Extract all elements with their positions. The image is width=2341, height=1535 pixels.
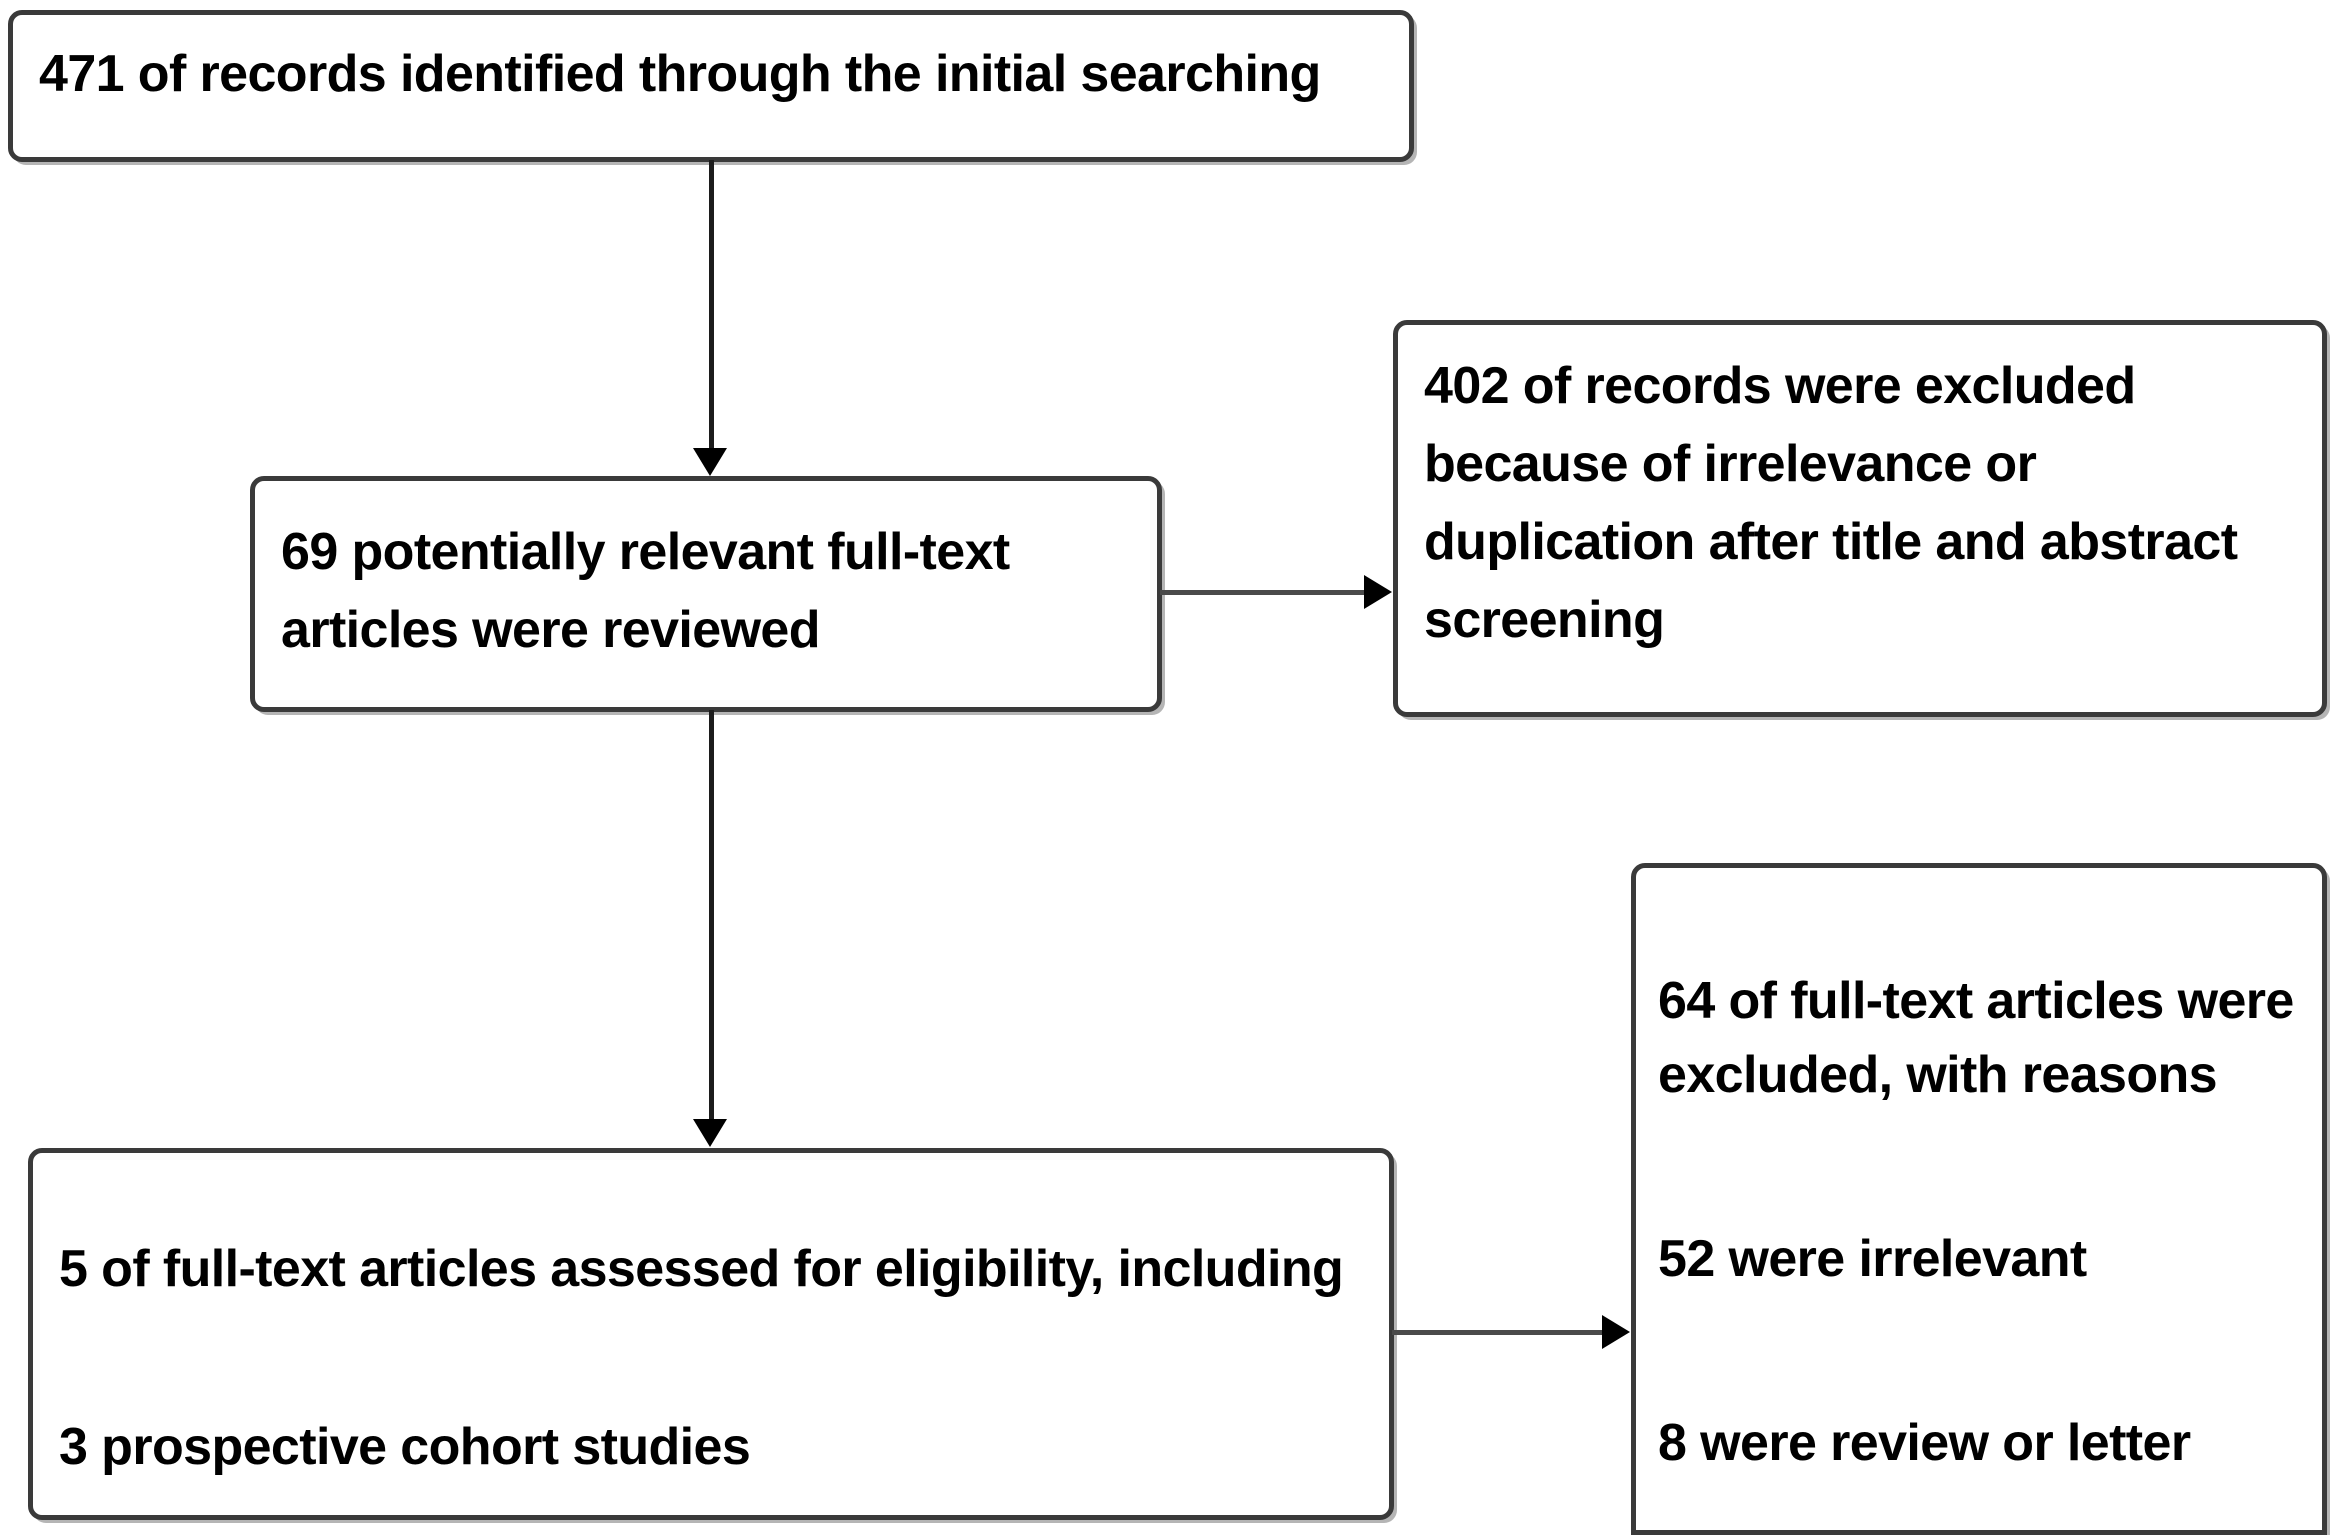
connector-identified-to-screened-line <box>709 160 714 452</box>
box-articles-assessed-eligibility: 5 of full-text articles assessed for eli… <box>28 1148 1394 1520</box>
connector-screened-to-excluded-line <box>1160 590 1366 595</box>
box-records-identified-text: 471 of records identified through the in… <box>39 45 1321 103</box>
box-articles-assessed-eligibility-text: 5 of full-text articles assessed for eli… <box>59 1179 1371 1535</box>
eligibility-line-1: 5 of full-text articles assessed for eli… <box>59 1240 1344 1298</box>
excluded-reason-line-3: 8 were review or letter <box>1658 1414 2191 1472</box>
box-records-excluded-title-abstract: 402 of records were excluded because of … <box>1393 320 2327 717</box>
box-potentially-relevant-articles: 69 potentially relevant full-text articl… <box>250 476 1162 712</box>
excluded-reason-line-2: 52 were irrelevant <box>1658 1230 2087 1288</box>
box-articles-excluded-with-reasons-text: 64 of full-text articles were excluded, … <box>1658 890 2310 1535</box>
connector-eligible-to-excluded-reasons-arrowhead-icon <box>1602 1315 1630 1349</box>
connector-screened-to-eligible-line <box>709 710 714 1122</box>
excluded-reason-line-1: 64 of full-text articles were excluded, … <box>1658 972 2294 1104</box>
connector-screened-to-excluded-arrowhead-icon <box>1364 575 1392 609</box>
connector-eligible-to-excluded-reasons-line <box>1392 1330 1604 1335</box>
box-articles-excluded-with-reasons: 64 of full-text articles were excluded, … <box>1631 863 2327 1535</box>
connector-identified-to-screened-arrowhead-icon <box>693 448 727 476</box>
box-records-excluded-title-abstract-text: 402 of records were excluded because of … <box>1424 357 2238 649</box>
eligibility-line-2: 3 prospective cohort studies <box>59 1418 751 1476</box>
box-potentially-relevant-articles-text: 69 potentially relevant full-text articl… <box>281 523 1010 659</box>
connector-screened-to-eligible-arrowhead-icon <box>693 1119 727 1147</box>
box-records-identified: 471 of records identified through the in… <box>8 10 1414 162</box>
